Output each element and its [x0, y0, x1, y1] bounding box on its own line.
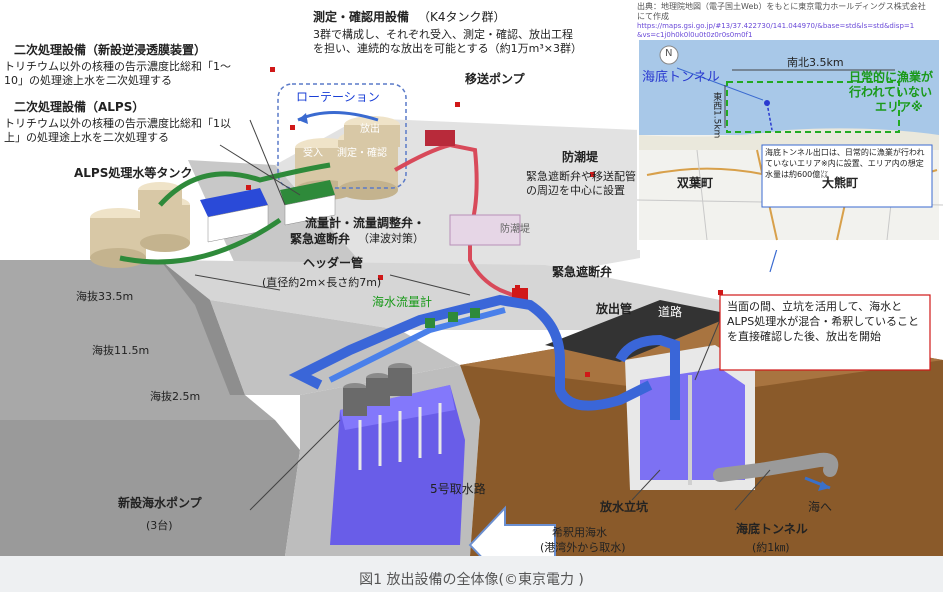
road-surface [545, 300, 735, 362]
label-flowmeter-line1: 流量計・流量調整弁・ [305, 216, 426, 230]
label-dilution-water: 希釈用海水 [552, 526, 607, 539]
alps-tank-group [90, 182, 190, 268]
transfer-pump-box [425, 130, 455, 146]
map-source-line1: 出典：地理院地図（電子国土Web）をもとに東京電力ホールディングス株式会社 [637, 2, 926, 11]
label-header-pipe: ヘッダー管 [303, 256, 364, 270]
label-secondary-treatment-alps-desc: トリチウム以外の核種の告示濃度比総和「1以上」の処理途上水を二次処理する [4, 117, 231, 144]
label-secondary-treatment-alps: 二次処理設備（ALPS） [14, 100, 145, 114]
label-release-tag: 放出 [360, 124, 380, 135]
label-alt-33-5: 海抜33.5m [76, 290, 134, 303]
label-alt-11-5: 海抜11.5m [92, 344, 150, 357]
leader-lines [194, 119, 771, 511]
label-seawall: 防潮堤 [562, 150, 599, 164]
label-seawater-flowmeter: 海水流量計 [372, 295, 433, 309]
label-to-sea: 海へ [808, 500, 833, 514]
cliff-face-mid [160, 260, 245, 395]
label-road: 道路 [658, 305, 683, 319]
map-town-okuma: 大熊町 [822, 176, 859, 190]
dilution-arrow [468, 505, 556, 556]
figure-caption: 図1 放出設備の全体像(©東京電力 ) [359, 572, 584, 588]
label-rotation: ローテーション [296, 90, 380, 104]
cliff-front [0, 420, 300, 556]
caption-bar [0, 556, 943, 592]
red-pipe [394, 142, 526, 302]
label-measurement-facility: 測定・確認用設備 [313, 10, 410, 24]
label-receive-tag: 受入 [303, 148, 323, 159]
map-ew-distance: 東西1.5km [711, 92, 722, 139]
facility-illustration [0, 67, 943, 556]
map-url-line1[interactable]: https://maps.gsi.go.jp/#13/37.422730/141… [637, 22, 915, 30]
shaft-note-box [719, 294, 931, 371]
green-pipe [119, 162, 331, 265]
label-transfer-pump: 移送ポンプ [465, 72, 525, 86]
callout-markers [246, 67, 723, 377]
label-measurement-desc: 3群で構成し、それぞれ受入、測定・確認、放出工程を担い、連続的な放出を可能とする… [313, 28, 583, 55]
shaft-water [640, 368, 745, 480]
label-shaft-note: 当面の間、立坑を活用して、海水とALPS処理水が混合・希釈していることを直接確認… [727, 300, 919, 343]
label-measure-tag: 測定・確認 [337, 148, 387, 159]
label-flowmeter-note: （津波対策） [358, 232, 424, 245]
label-emergency-valve: 緊急遮断弁 [552, 265, 613, 279]
map-source-line2: にて作成 [637, 12, 669, 21]
label-seawall-tag: 防潮堤 [500, 224, 530, 235]
tunnel-pipe [713, 452, 839, 482]
map-tunnel-note: 海底トンネル出口は、日常的に漁業が行われていないエリア※内に設置、エリア内の想定… [765, 148, 925, 179]
label-flowmeter-line2: 緊急遮断弁 [290, 232, 351, 246]
map-url-line2[interactable]: &vs=c1j0h0k0l0u0t0z0r0s0m0f1 [637, 31, 753, 39]
label-alps-tanks: ALPS処理水等タンク [74, 166, 193, 180]
map-no-fishing-line2: 行われていない [849, 85, 933, 99]
label-measurement-facility-sub: （K4タンク群） [418, 10, 506, 24]
map-town-futaba: 双葉町 [677, 176, 714, 190]
seawater-pumps [343, 363, 412, 416]
map-tunnel-label: 海底トンネル [642, 70, 720, 85]
label-tunnel-length: (約1㎞) [752, 541, 790, 554]
label-discharge-shaft: 放水立坑 [600, 500, 649, 514]
label-dilution-source: (港湾外から取水) [540, 541, 626, 554]
map-inset: 出典：地理院地図（電子国土Web）をもとに東京電力ホールディングス株式会社 にて… [637, 0, 943, 250]
alps-building [280, 180, 336, 226]
seawall-box [449, 214, 521, 246]
terrace-33 [160, 260, 720, 330]
map-no-fishing-line3: エリア※ [875, 100, 923, 114]
diagram-stage: 出典：地理院地図（電子国土Web）をもとに東京電力ホールディングス株式会社 にて… [0, 0, 943, 556]
label-header-pipe-dim: (直径約2m×長さ約7m) [262, 276, 382, 289]
label-discharge-pipe: 放出管 [596, 302, 633, 316]
label-seawall-desc: 緊急遮断弁や移送配管の周辺を中心に設置 [526, 170, 636, 197]
intake-screens [358, 403, 442, 470]
rotation-box [277, 83, 407, 189]
sea-arrow-head [818, 481, 830, 491]
seawater-flowmeters [425, 308, 480, 328]
label-seabed-tunnel: 海底トンネル [736, 522, 808, 536]
blue-pipe-1 [288, 294, 653, 411]
label-intake-channel: 5号取水路 [430, 482, 486, 496]
map-north-label: N [665, 48, 673, 59]
label-alt-2-5: 海抜2.5m [150, 390, 201, 403]
label-secondary-treatment-new-desc: トリチウム以外の核種の告示濃度比総和「1～10」の処理途上水を二次処理する [4, 60, 231, 87]
label-new-seawater-pump: 新設海水ポンプ [118, 496, 202, 510]
map-no-fishing-line1: 日常的に漁業が [849, 70, 934, 84]
no-fishing-area [726, 81, 900, 133]
label-secondary-treatment-new: 二次処理設備（新設逆浸透膜装置） [14, 43, 207, 57]
ro-building [200, 188, 269, 243]
shaft-inlet-pipe [615, 334, 680, 420]
intake-water-light [340, 385, 455, 430]
label-pump-count: (3台) [146, 519, 173, 532]
map-ns-distance: 南北3.5km [787, 56, 844, 69]
